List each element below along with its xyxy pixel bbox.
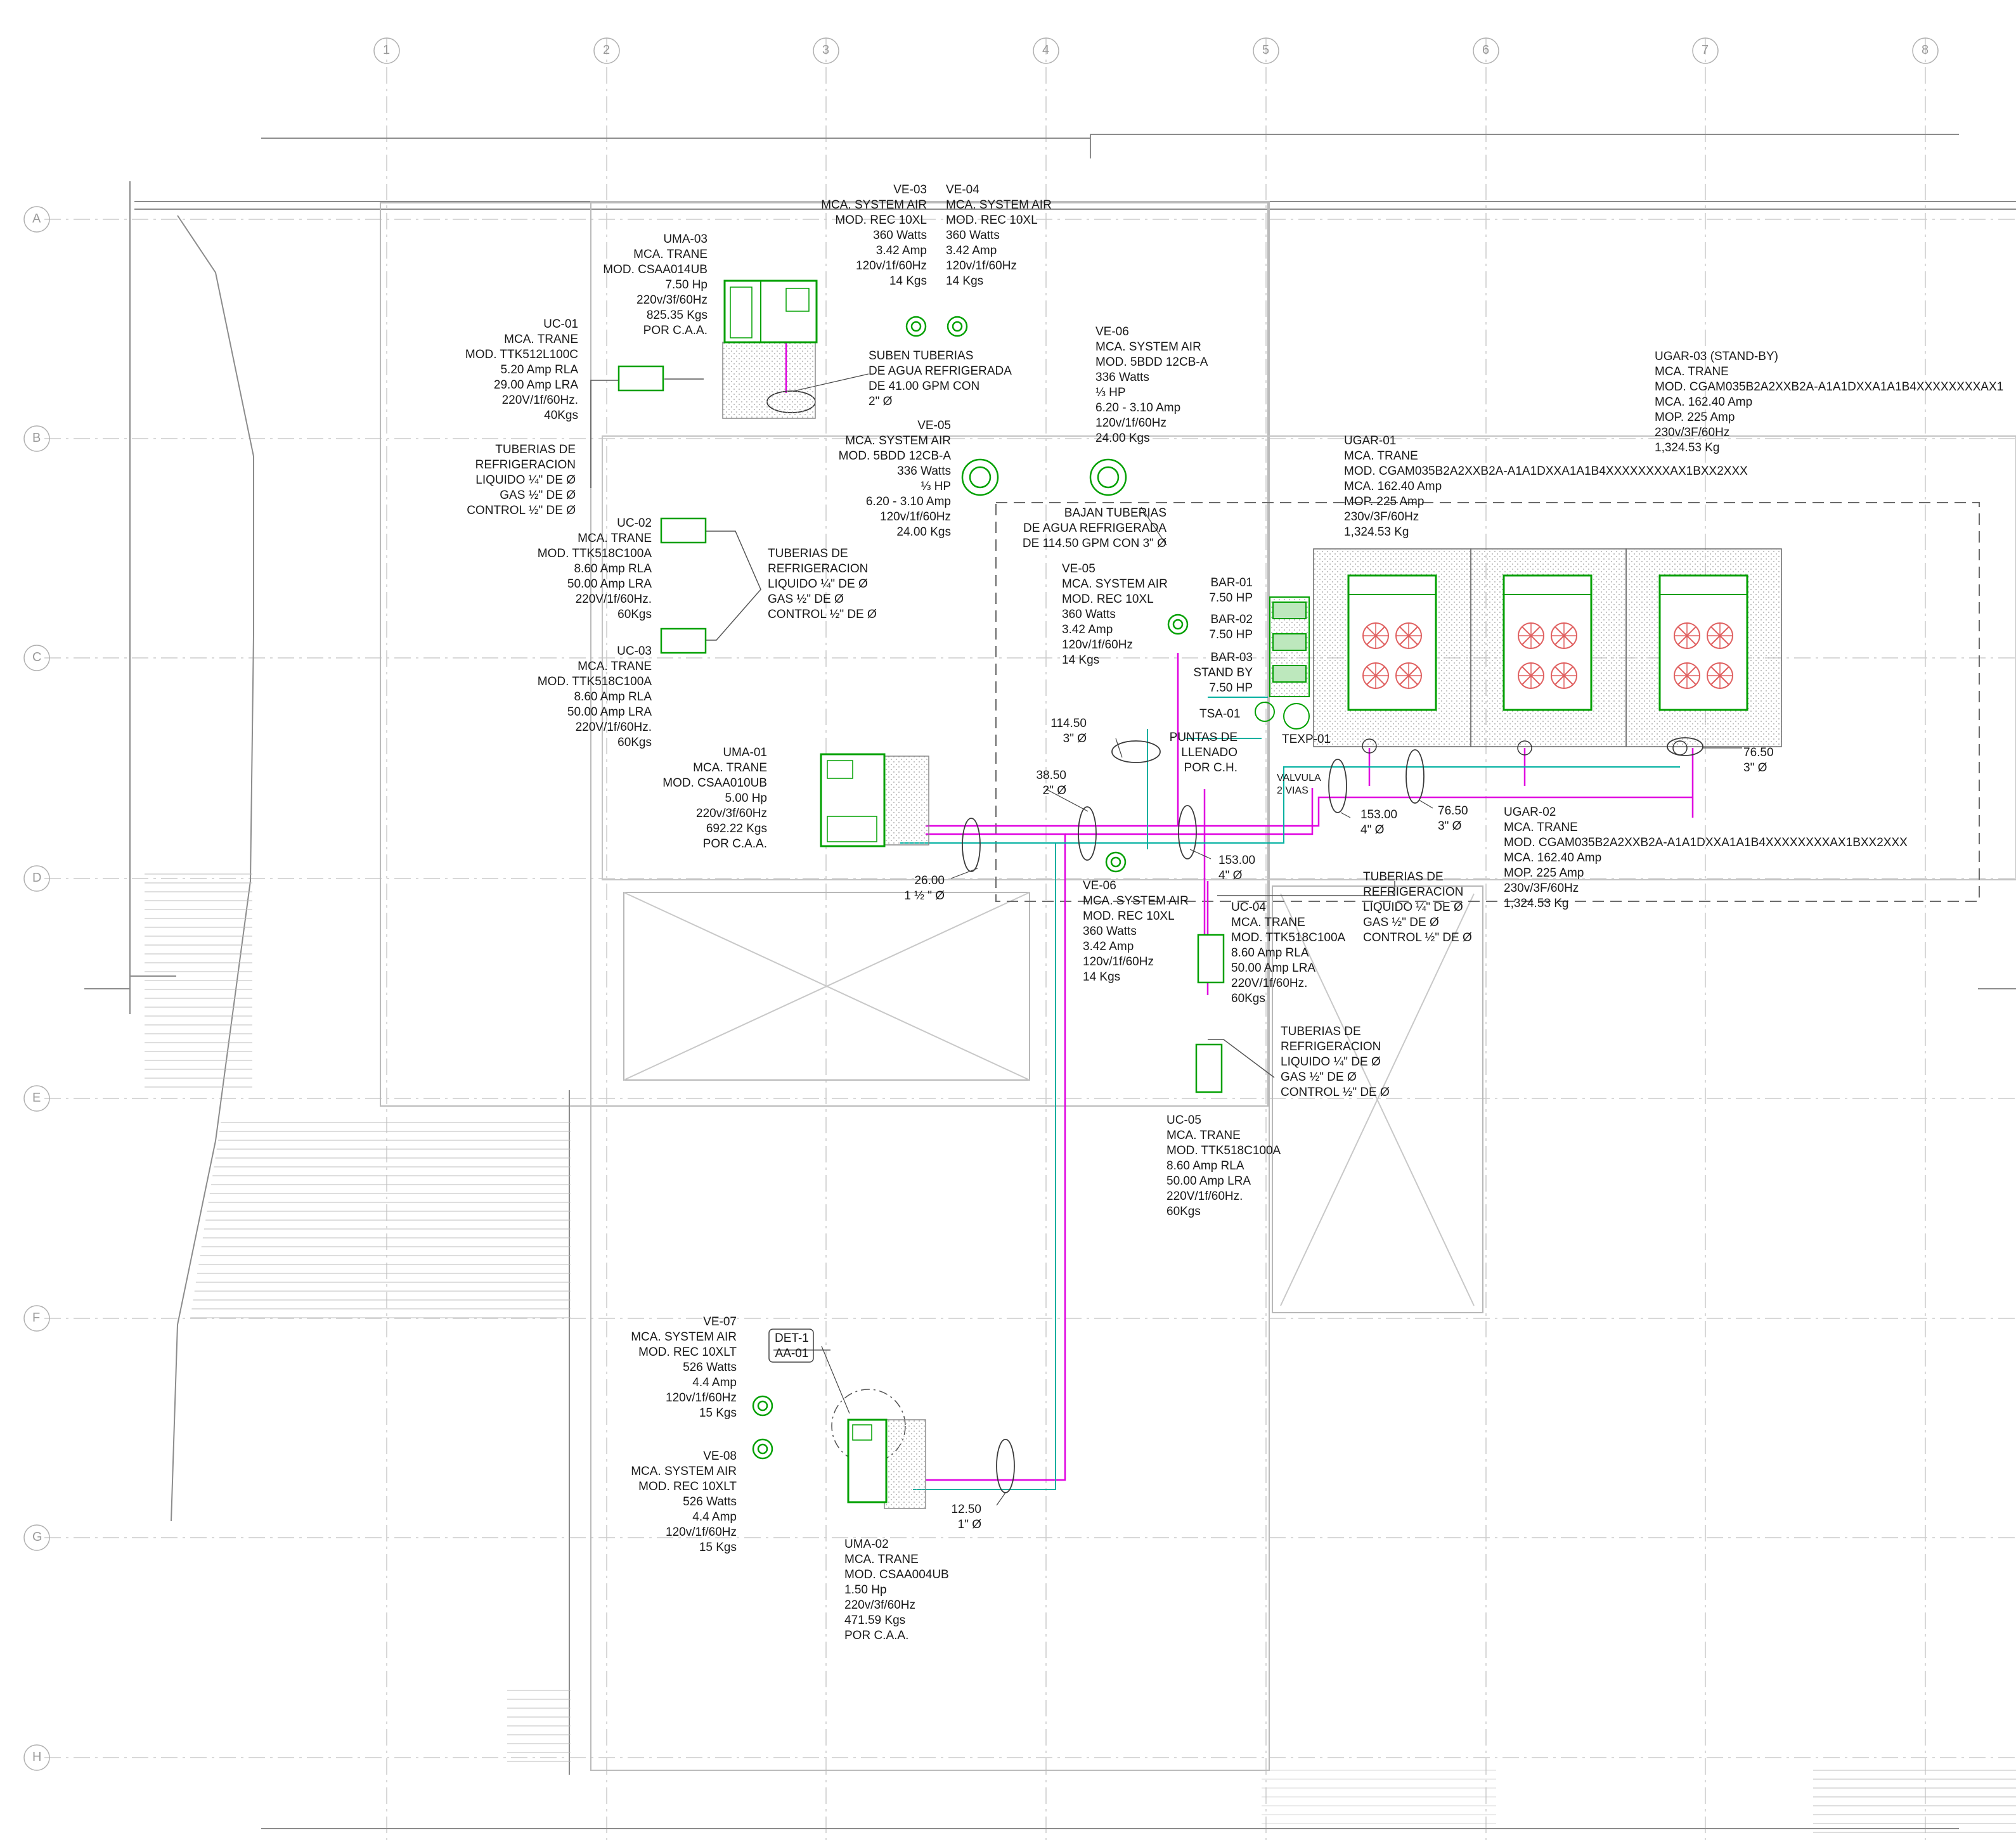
structural-grid (44, 38, 2016, 1840)
grid-col-7: 7 (1702, 43, 1709, 57)
building-walls (84, 134, 2016, 1829)
label-ve-06-mid: VE-06 MCA. SYSTEM AIR MOD. REC 10XL 360 … (1083, 879, 1189, 984)
label-ve-04: VE-04 MCA. SYSTEM AIR MOD. REC 10XL 360 … (946, 183, 1052, 288)
pump-skid (1255, 596, 1310, 730)
detail-tag-box (768, 1329, 814, 1363)
uma-02-unit (847, 1419, 926, 1509)
label-ve-07: VE-07 MCA. SYSTEM AIR MOD. REC 10XLT 526… (631, 1315, 737, 1420)
grid-col-5: 5 (1262, 43, 1270, 57)
label-pipe-76-b: 76.50 3" Ø (1743, 746, 1774, 775)
grid-row-h: H (32, 1750, 42, 1764)
label-pipe-153-a: 153.00 4" Ø (1360, 808, 1398, 837)
grid-col-3: 3 (822, 43, 830, 57)
grid-col-2: 2 (603, 43, 611, 57)
grid-bubbles (23, 37, 1939, 1771)
refrigerant-lines (590, 378, 1395, 1078)
chilled-water-piping (785, 330, 1694, 1481)
label-pipe-12: 12.50 1" Ø (951, 1503, 981, 1531)
hatched-areas (145, 873, 2016, 1838)
label-pipe-153-b: 153.00 4" Ø (1218, 854, 1256, 882)
label-pipe-76-a: 76.50 3" Ø (1438, 804, 1468, 833)
label-uc-04: UC-04 MCA. TRANE MOD. TTK518C100A 8.60 A… (1231, 901, 1346, 1005)
uma-01-unit (820, 753, 929, 847)
label-uc-01: UC-01 MCA. TRANE MOD. TTK512L100C 5.20 A… (465, 318, 578, 422)
grid-col-6: 6 (1482, 43, 1490, 57)
grid-row-b: B (32, 431, 41, 445)
grid-row-c: C (32, 650, 42, 664)
chiller-zone-boundary (995, 502, 1980, 902)
label-uma-03: UMA-03 MCA. TRANE MOD. CSAA014UB 7.50 Hp… (603, 233, 708, 337)
label-ugar-01: UGAR-01 MCA. TRANE MOD. CGAM035B2A2XXB2A… (1344, 434, 1748, 539)
label-uc-02: UC-02 MCA. TRANE MOD. TTK518C100A 8.60 A… (537, 517, 652, 621)
label-ve-05-mid: VE-05 MCA. SYSTEM AIR MOD. REC 10XL 360 … (1062, 562, 1168, 667)
label-bar-02: BAR-02 7.50 HP (1209, 613, 1253, 641)
label-pipe-114: 114.50 3" Ø (1050, 717, 1087, 745)
grid-row-g: G (32, 1530, 42, 1544)
grid-col-1: 1 (383, 43, 391, 57)
label-uc-03: UC-03 MCA. TRANE MOD. TTK518C100A 8.60 A… (537, 645, 652, 749)
exhaust-fans (752, 316, 1189, 1460)
chiller-pumps (1362, 738, 1688, 756)
label-refrigerant-pipes-3: TUBERIAS DE REFRIGERACION LIQUIDO ¼" DE … (1363, 870, 1472, 944)
label-refrigerant-pipes-2: TUBERIAS DE REFRIGERACION LIQUIDO ¼" DE … (768, 547, 877, 621)
grid-row-d: D (32, 871, 42, 885)
label-bar-01: BAR-01 7.50 HP (1209, 576, 1253, 605)
label-valvula-2-vias: VALVULA 2 VIAS (1277, 773, 1321, 796)
label-suben-tuberias: SUBEN TUBERIAS DE AGUA REFRIGERADA DE 41… (869, 349, 1012, 408)
label-tsa-01: TSA-01 (1199, 707, 1241, 721)
label-pipe-38: 38.50 2" Ø (1036, 769, 1066, 797)
label-detail-tag: DET-1 AA-01 (775, 1332, 809, 1360)
label-uc-05: UC-05 MCA. TRANE MOD. TTK518C100A 8.60 A… (1166, 1114, 1281, 1218)
label-ve-08: VE-08 MCA. SYSTEM AIR MOD. REC 10XLT 526… (631, 1450, 737, 1554)
label-refrigerant-pipes-1: TUBERIAS DE REFRIGERACION LIQUIDO ¼" DE … (467, 443, 576, 517)
label-ve-05-top: VE-05 MCA. SYSTEM AIR MOD. 5BDD 12CB-A 3… (838, 419, 951, 539)
grid-col-4: 4 (1042, 43, 1050, 57)
grid-col-8: 8 (1922, 43, 1929, 57)
grid-row-e: E (32, 1091, 41, 1105)
label-bajan-tuberias: BAJAN TUBERIAS DE AGUA REFRIGERADA DE 11… (1022, 506, 1166, 550)
label-bar-03: BAR-03 STAND BY 7.50 HP (1193, 651, 1253, 695)
label-refrigerant-pipes-4: TUBERIAS DE REFRIGERACION LIQUIDO ¼" DE … (1281, 1025, 1390, 1099)
label-uma-02: UMA-02 MCA. TRANE MOD. CSAA004UB 1.50 Hp… (844, 1538, 949, 1642)
condensing-units (617, 365, 1225, 1093)
label-ugar-02: UGAR-02 MCA. TRANE MOD. CGAM035B2A2XXB2A… (1504, 806, 1908, 910)
refrigerant-piping (900, 697, 1680, 1490)
label-puntas-llenado: PUNTAS DE LLENADO POR C.H. (1169, 731, 1237, 775)
grid-row-f: F (32, 1311, 41, 1325)
grid-row-a: A (32, 212, 41, 226)
label-ve-03: VE-03 MCA. SYSTEM AIR MOD. REC 10XL 360 … (821, 183, 927, 288)
label-ugar-03: UGAR-03 (STAND-BY) MCA. TRANE MOD. CGAM0… (1655, 350, 2004, 454)
uma-03-unit (722, 280, 818, 419)
label-uma-01: UMA-01 MCA. TRANE MOD. CSAA010UB 5.00 Hp… (662, 746, 767, 851)
label-texp-01: TEXP-01 (1282, 733, 1331, 746)
chiller-bank (1313, 548, 1782, 747)
label-pipe-26: 26.00 1 ½ " Ø (904, 874, 945, 903)
label-ve-06-top: VE-06 MCA. SYSTEM AIR MOD. 5BDD 12CB-A 3… (1095, 325, 1208, 445)
